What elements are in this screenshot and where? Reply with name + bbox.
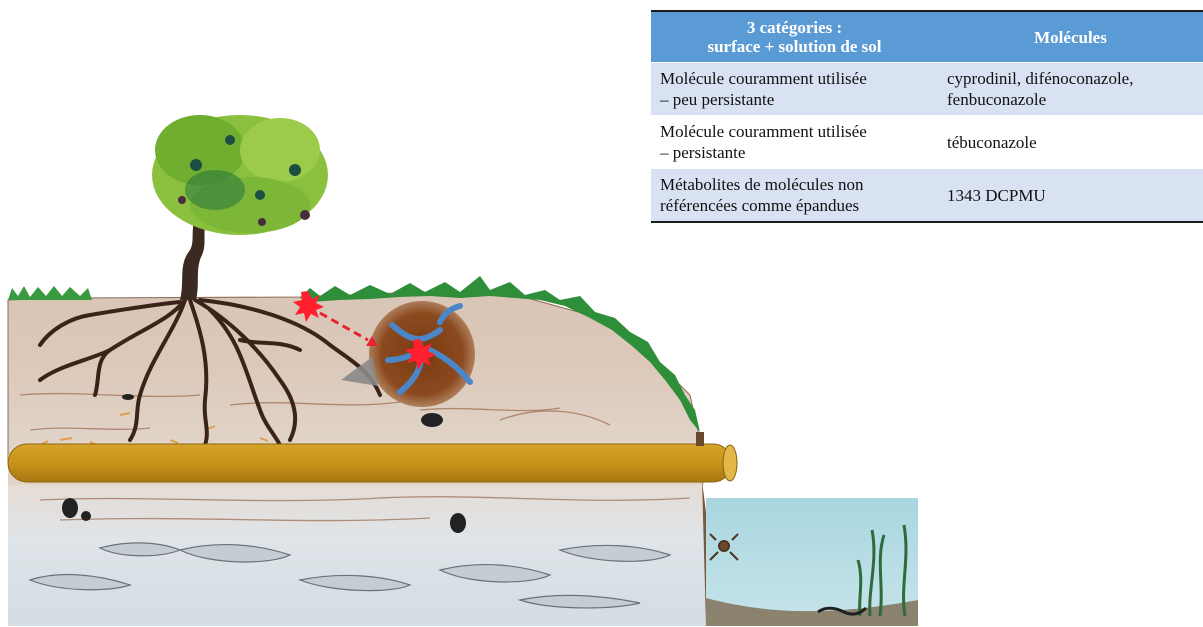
drain-post: [696, 432, 704, 446]
vine-foliage: [152, 115, 328, 235]
table-row: Molécule couramment utilisée – persistan…: [651, 116, 1203, 169]
row-category: Molécule couramment utilisée – persistan…: [651, 116, 938, 169]
table-row: Molécule couramment utilisée – peu persi…: [651, 63, 1203, 116]
molecule-category-table: 3 catégories : surface + solution de sol…: [651, 10, 1203, 223]
row-category: Molécule couramment utilisée – peu persi…: [651, 63, 938, 116]
drain-pipe: [8, 444, 732, 482]
header-molecules: Molécules: [938, 11, 1203, 63]
table-row: Métabolites de molécules non référencées…: [651, 169, 1203, 223]
header-categories: 3 catégories : surface + solution de sol: [651, 11, 938, 63]
row-molecules: 1343 DCPMU: [938, 169, 1203, 223]
row-category: Métabolites de molécules non référencées…: [651, 169, 938, 223]
surface-grass: [8, 286, 92, 300]
table-header-row: 3 catégories : surface + solution de sol…: [651, 11, 1203, 63]
row-molecules: cyprodinil, difénoconazole, fenbuconazol…: [938, 63, 1203, 116]
molecule-category-table-container: 3 catégories : surface + solution de sol…: [651, 10, 1203, 223]
drain-pipe-outlet: [723, 445, 737, 481]
row-molecules: tébuconazole: [938, 116, 1203, 169]
